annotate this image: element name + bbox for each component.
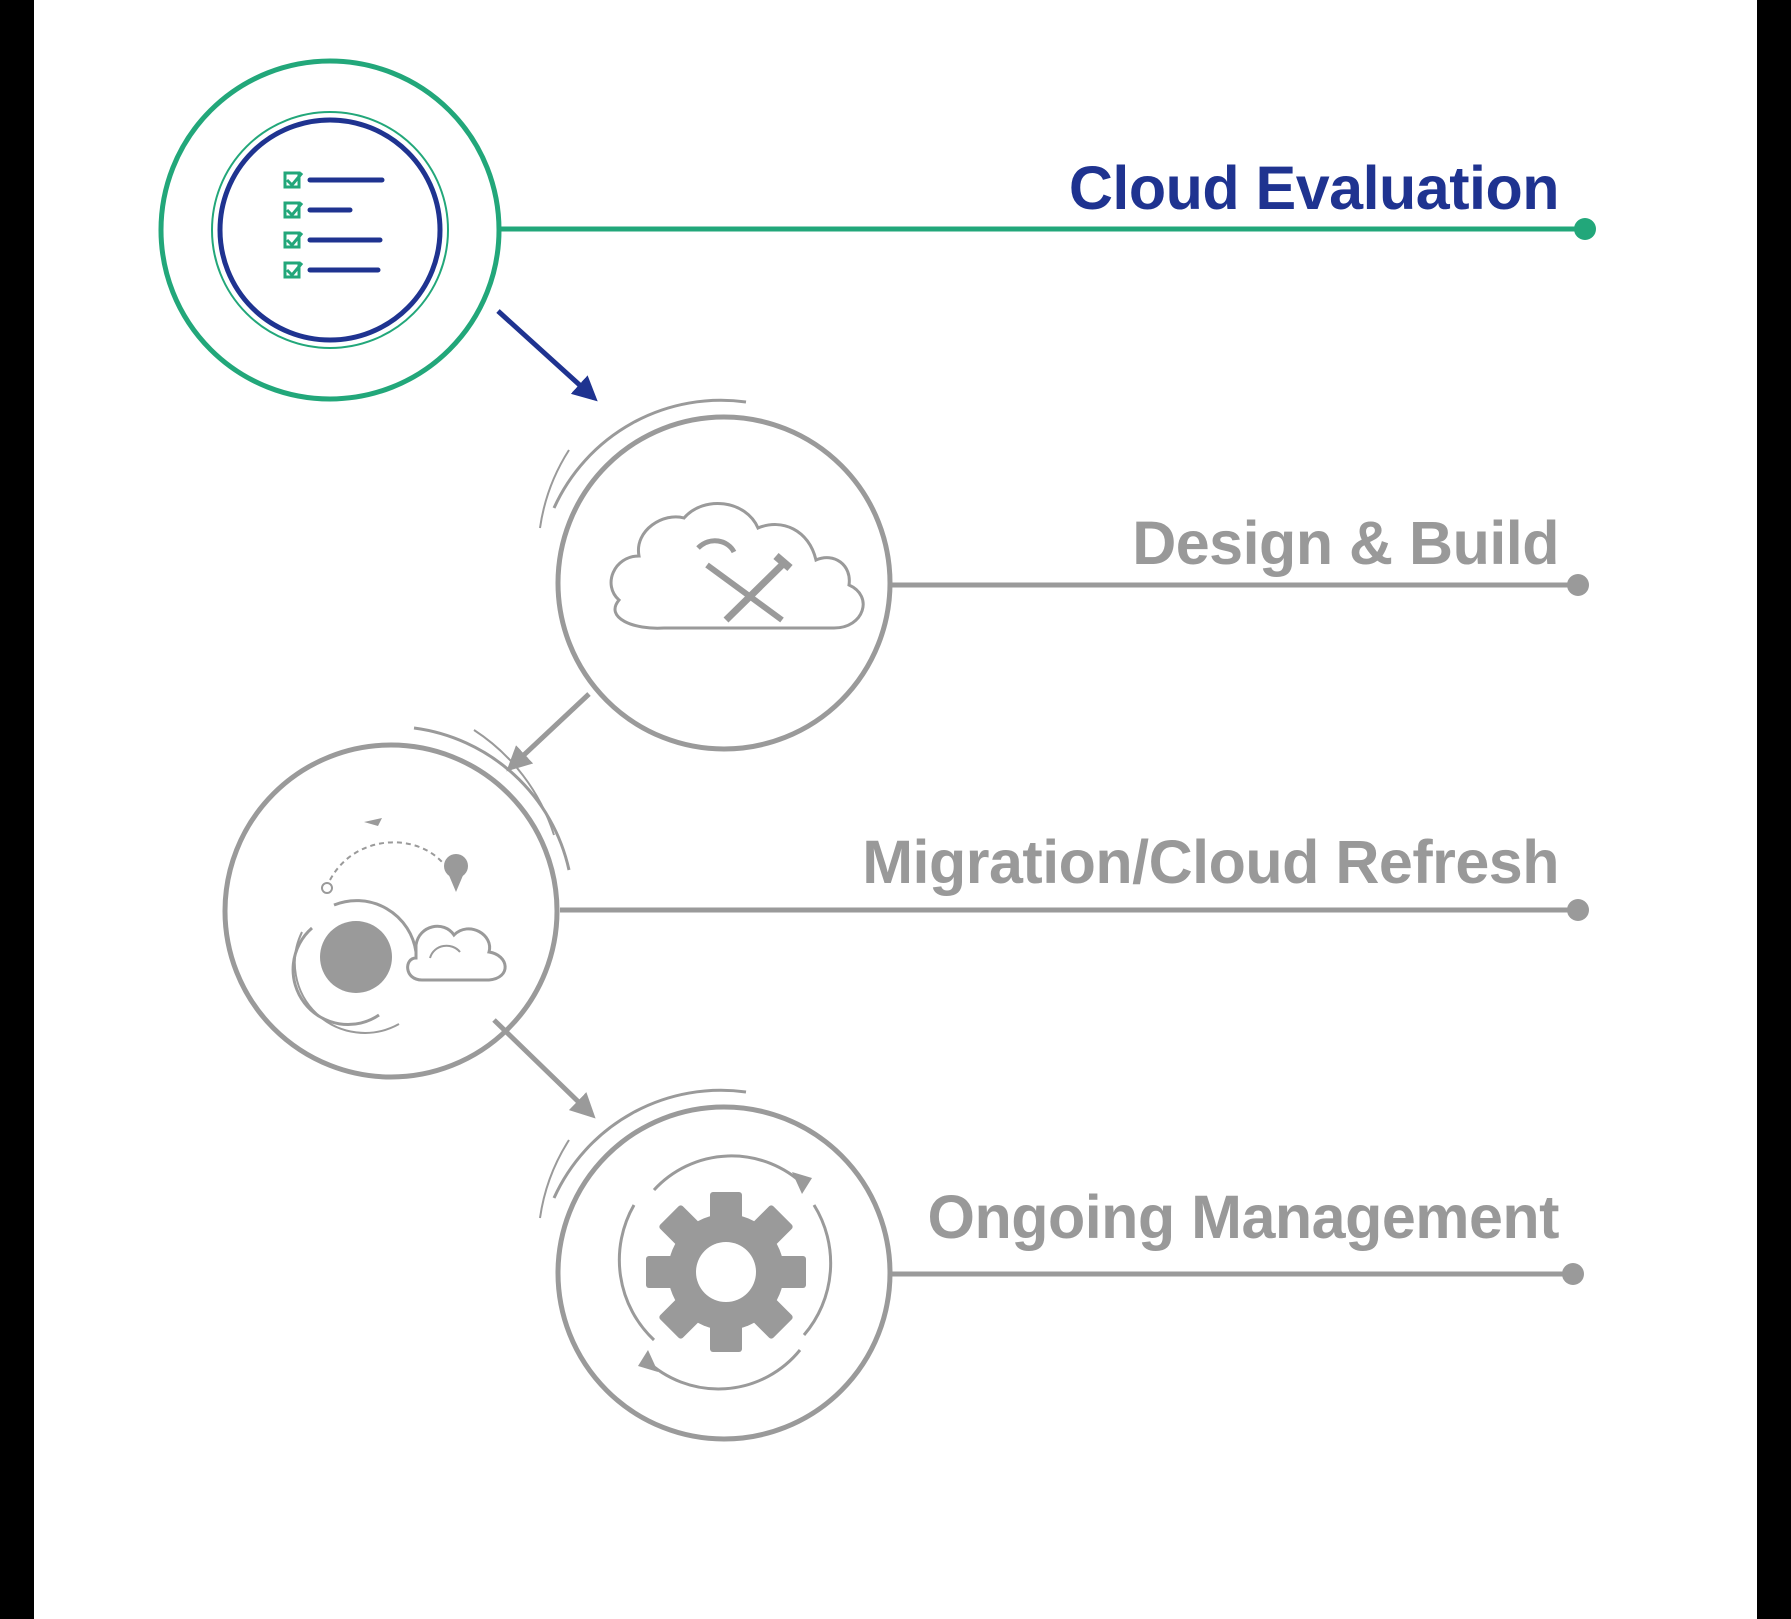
step-1-connector-dot xyxy=(1574,218,1596,240)
step-4-connector-dot xyxy=(1562,1263,1584,1285)
step-4-accent-arc xyxy=(552,1088,747,1199)
step-ongoing-management[interactable] xyxy=(539,1088,1584,1442)
step-2-accent-arc-2 xyxy=(539,449,570,529)
step-cloud-evaluation[interactable] xyxy=(158,58,1596,402)
step-2-accent-arc xyxy=(552,398,747,509)
step-3-accent-arc xyxy=(413,726,571,871)
step-4-label: Ongoing Management xyxy=(927,1183,1560,1251)
step-1-label: Cloud Evaluation xyxy=(1068,154,1560,222)
step-4-inner-ring-3 xyxy=(617,1204,656,1342)
step-design-build[interactable] xyxy=(539,398,1589,752)
arrow-step2-to-step3 xyxy=(506,692,591,772)
step-1-inner-ring xyxy=(217,117,443,343)
step-4-inner-ring-2 xyxy=(644,1349,802,1391)
step-1-outer-ring xyxy=(158,58,502,402)
checklist-icon xyxy=(283,171,385,279)
step-4-accent-arc-2 xyxy=(539,1139,570,1219)
step-2-connector-dot xyxy=(1567,574,1589,596)
step-4-inner-ring-4 xyxy=(802,1204,833,1336)
process-flow-graphic xyxy=(158,58,1596,1442)
step-1-thin-ring xyxy=(211,111,449,349)
step-4-inner-ring xyxy=(652,1154,806,1192)
step-2-label: Design & Build xyxy=(1132,509,1559,577)
cloud-tools-icon xyxy=(609,502,865,630)
step-4-cycle-arrowhead-top xyxy=(792,1172,812,1194)
arrow-step1-to-step2 xyxy=(496,309,598,402)
diagram-canvas: Cloud Evaluation Design & Build Migratio… xyxy=(34,0,1757,1619)
step-4-cycle-arrowhead-bottom xyxy=(638,1350,658,1372)
arrow-step3-to-step4 xyxy=(492,1018,596,1119)
step-3-ring xyxy=(222,742,560,1080)
step-2-ring xyxy=(555,414,893,752)
step-3-label: Migration/Cloud Refresh xyxy=(862,828,1559,896)
step-3-connector-dot xyxy=(1567,899,1589,921)
gear-cycle-icon xyxy=(646,1192,806,1352)
step-migration-cloud-refresh[interactable] xyxy=(222,726,1589,1080)
step-3-accent-arc-2 xyxy=(473,729,555,836)
cloud-migration-icon xyxy=(291,818,507,1034)
